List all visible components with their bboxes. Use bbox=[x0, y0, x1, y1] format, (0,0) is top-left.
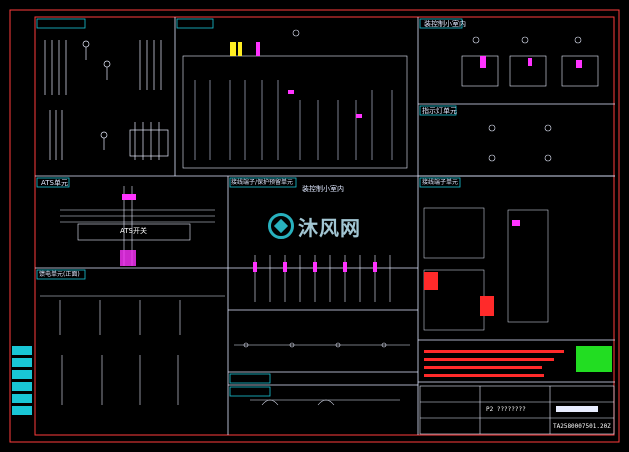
device-block bbox=[182, 29, 408, 169]
control-room-label-2: 装控制小室内 bbox=[302, 185, 344, 193]
feeder-unit-label: 馈电单元(正面) bbox=[39, 271, 80, 278]
terminal-strip-highlights bbox=[424, 272, 494, 316]
feeder-breakers bbox=[40, 295, 225, 405]
watermark-logo-icon bbox=[268, 213, 294, 239]
wiring-terminal-unit-label: 接线端子单元 bbox=[422, 179, 459, 186]
notes-red bbox=[424, 350, 564, 377]
indicator-lamps bbox=[488, 124, 552, 162]
outer-frame bbox=[9, 9, 620, 443]
ats-switch-label: ATS开关 bbox=[120, 227, 147, 235]
terminal-columns bbox=[254, 255, 391, 302]
margin-tabs bbox=[12, 346, 32, 415]
device-highlights bbox=[230, 42, 362, 118]
watermark: 沐风网 bbox=[268, 206, 404, 246]
ats-diagram bbox=[60, 186, 215, 266]
ats-highlight bbox=[122, 194, 136, 200]
watermark-text: 沐风网 bbox=[298, 215, 361, 240]
indicator-unit-label: 指示灯单元 bbox=[422, 107, 457, 115]
bottom-loops bbox=[234, 342, 410, 406]
ats-highlight bbox=[120, 250, 136, 266]
sheet-label: P2 ???????? bbox=[486, 406, 526, 413]
drawing-number: TA2580007501.20Z bbox=[553, 423, 611, 430]
top-left-schematic bbox=[44, 40, 169, 160]
panel-headers bbox=[36, 18, 463, 397]
control-room-label: 装控制小室内 bbox=[424, 20, 466, 28]
ats-unit-label: ATS单元 bbox=[41, 179, 68, 187]
title-block bbox=[419, 385, 615, 435]
top-right-relays bbox=[461, 36, 599, 87]
panel-grid bbox=[35, 17, 615, 435]
title-block-bar bbox=[556, 406, 598, 412]
terminal-block-unit-label: 接线端子/保护预留单元 bbox=[231, 179, 294, 186]
notes-green bbox=[576, 346, 612, 372]
terminal-highlights bbox=[253, 262, 377, 272]
inner-frame bbox=[34, 16, 615, 436]
terminal-strip-highlight bbox=[512, 220, 520, 226]
